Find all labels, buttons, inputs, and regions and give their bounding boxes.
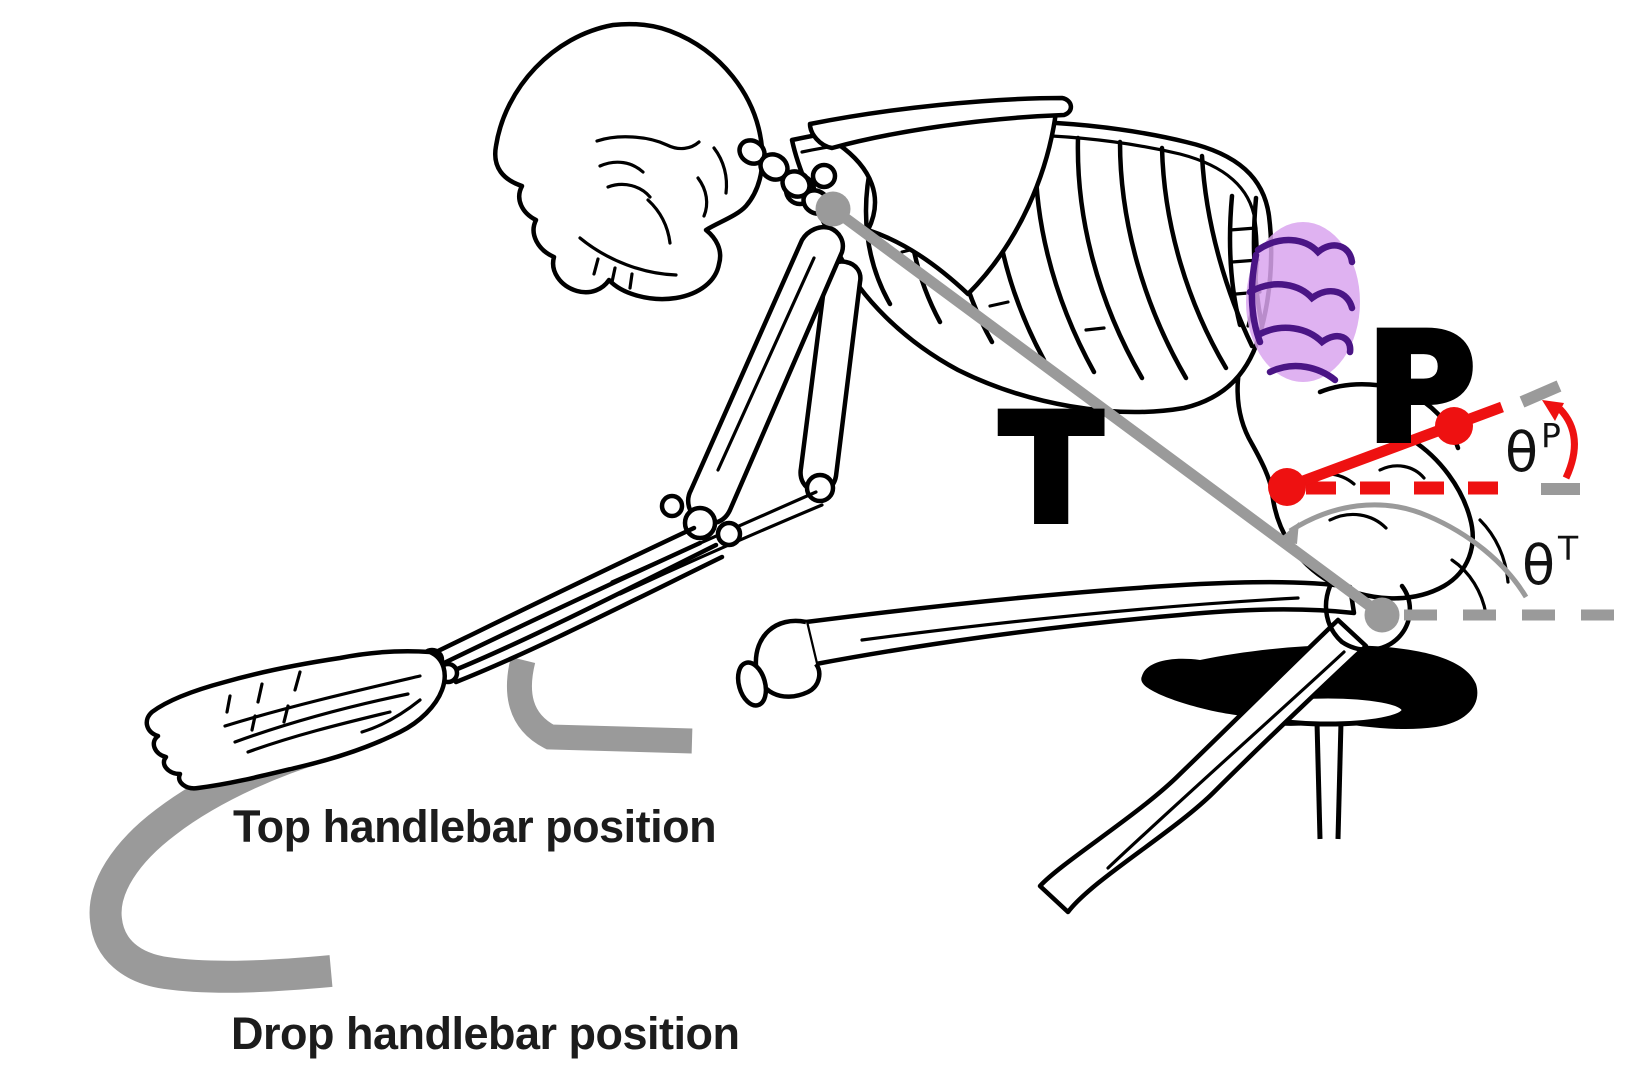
hand-bones	[144, 647, 460, 791]
femur-far	[1037, 617, 1369, 915]
top-handlebar-caption: Top handlebar position	[233, 801, 716, 852]
pelvis-angle-arrowhead	[1542, 400, 1564, 421]
shoulder-marker-dot	[815, 191, 851, 227]
seat-post-left	[1314, 721, 1323, 840]
trunk-line-label: T	[1000, 383, 1102, 557]
pelvis-angle-label: θP	[1505, 416, 1561, 484]
reference-gray-angled-segment	[1519, 380, 1562, 408]
pelvis-angle-arrow	[1557, 406, 1578, 480]
drop-handlebar-caption: Drop handlebar position	[231, 1008, 740, 1059]
top-handlebar-hook	[506, 656, 693, 754]
skeleton-line-art	[144, 21, 1510, 915]
trunk-angle-arc	[1288, 502, 1529, 599]
pelvis-angle-theta: θ	[1505, 421, 1538, 484]
sacrum-highlight	[1246, 222, 1360, 384]
sacrum-outline-squiggles	[1246, 236, 1356, 384]
scapula-spine-blade	[807, 95, 1074, 151]
trunk-angle-label: θT	[1522, 529, 1579, 597]
pelvis-annotation	[1268, 380, 1580, 506]
trunk-angle-arc-arrowhead	[1277, 522, 1299, 544]
patella	[735, 660, 769, 708]
pelvis-line-label: P	[1366, 302, 1476, 476]
anterior-pelvis-dot	[1435, 407, 1473, 445]
trunk-angle-superscript: T	[1557, 529, 1579, 568]
trunk-angle-theta: θ	[1522, 534, 1555, 597]
trunk-line	[829, 204, 1386, 620]
seat-post-right	[1335, 721, 1344, 840]
posterior-pelvis-dot	[1268, 468, 1306, 506]
elbow-joint	[682, 505, 718, 541]
femur-near	[735, 579, 1357, 708]
pelvis-angle-superscript: P	[1541, 416, 1561, 455]
skull	[492, 21, 765, 302]
scapula	[783, 95, 1074, 297]
hip-marker-dot	[1364, 597, 1400, 633]
trunk-annotation	[815, 191, 1626, 633]
diagram-labels: T P θP θT Top handlebar position Drop ha…	[231, 299, 1579, 1059]
sacrum-highlight-fill	[1246, 222, 1360, 382]
forearm-bones	[433, 525, 725, 685]
